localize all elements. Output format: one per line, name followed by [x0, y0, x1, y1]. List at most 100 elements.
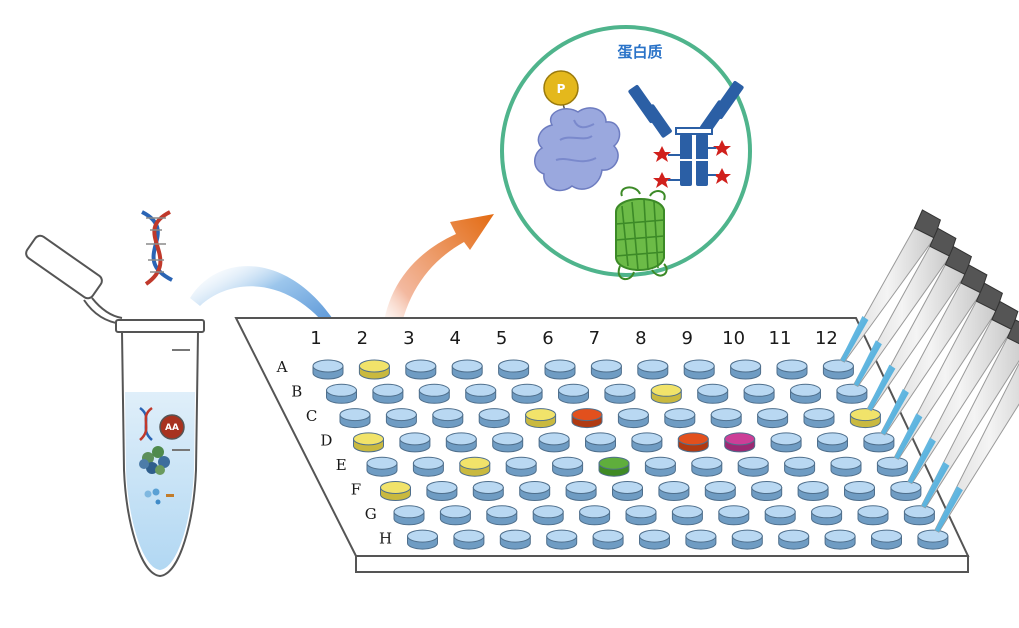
well-B2[interactable]	[372, 383, 404, 404]
well-H7[interactable]	[685, 529, 717, 550]
well-G4[interactable]	[532, 505, 564, 526]
well-C5[interactable]	[525, 408, 557, 429]
well-H2[interactable]	[453, 529, 485, 550]
well-B8[interactable]	[650, 383, 682, 404]
well-D7[interactable]	[631, 432, 663, 453]
well-H5[interactable]	[592, 529, 624, 550]
well-C1[interactable]	[339, 408, 371, 429]
well-C10[interactable]	[757, 408, 789, 429]
well-A4[interactable]	[451, 359, 483, 380]
well-G9[interactable]	[764, 505, 796, 526]
well-F10[interactable]	[797, 481, 829, 501]
well-F5[interactable]	[565, 481, 597, 501]
well-E4[interactable]	[505, 456, 537, 477]
well-G11[interactable]	[857, 505, 889, 526]
well-F4[interactable]	[519, 481, 551, 501]
well-A7[interactable]	[590, 359, 622, 380]
well-H11[interactable]	[871, 529, 902, 550]
well-E1[interactable]	[366, 456, 398, 477]
well-G8[interactable]	[718, 505, 750, 526]
well-A2[interactable]	[358, 359, 390, 380]
well-B6[interactable]	[558, 383, 589, 404]
well-A3[interactable]	[405, 359, 437, 380]
well-D3[interactable]	[445, 432, 477, 453]
well-G2[interactable]	[439, 505, 471, 526]
well-B9[interactable]	[697, 383, 729, 404]
well-H6[interactable]	[639, 529, 670, 550]
well-F6[interactable]	[612, 481, 643, 501]
well-A11[interactable]	[776, 359, 808, 380]
well-B4[interactable]	[465, 383, 497, 404]
well-G3[interactable]	[486, 505, 518, 526]
well-E8[interactable]	[691, 456, 723, 477]
well-D12[interactable]	[863, 432, 895, 453]
column-label-4: 4	[449, 328, 460, 349]
well-F12[interactable]	[890, 481, 922, 501]
well-D9[interactable]	[724, 432, 756, 453]
pipette-tip-B	[853, 227, 957, 387]
wells	[312, 359, 949, 550]
well-A12[interactable]	[822, 359, 854, 380]
well-E10[interactable]	[784, 456, 816, 477]
well-B12[interactable]	[836, 383, 868, 404]
well-B3[interactable]	[418, 383, 450, 404]
well-F8[interactable]	[704, 481, 736, 501]
well-C6[interactable]	[571, 408, 603, 429]
well-C4[interactable]	[478, 408, 510, 429]
well-D2[interactable]	[399, 432, 431, 453]
well-H4[interactable]	[546, 529, 578, 550]
well-C12[interactable]	[849, 408, 881, 429]
well-E7[interactable]	[644, 456, 676, 477]
well-A5[interactable]	[498, 359, 530, 380]
well-A9[interactable]	[683, 359, 715, 380]
well-H10[interactable]	[824, 529, 856, 550]
well-A10[interactable]	[730, 359, 762, 380]
well-H3[interactable]	[499, 529, 531, 550]
well-B10[interactable]	[743, 383, 775, 404]
well-F11[interactable]	[844, 481, 875, 501]
well-D6[interactable]	[585, 432, 616, 453]
well-H12[interactable]	[917, 529, 949, 550]
well-G5[interactable]	[579, 505, 611, 526]
well-E11[interactable]	[830, 456, 862, 477]
well-C3[interactable]	[432, 408, 464, 429]
well-E5[interactable]	[552, 456, 584, 477]
well-E6[interactable]	[598, 456, 630, 477]
well-B7[interactable]	[604, 383, 636, 404]
well-G7[interactable]	[671, 505, 703, 526]
well-G6[interactable]	[625, 505, 657, 526]
well-H9[interactable]	[778, 529, 810, 550]
well-F2[interactable]	[426, 481, 458, 501]
well-F9[interactable]	[751, 481, 783, 501]
well-G1[interactable]	[393, 505, 425, 526]
well-B5[interactable]	[511, 383, 543, 404]
well-F7[interactable]	[658, 481, 690, 501]
well-E2[interactable]	[412, 456, 444, 477]
well-D10[interactable]	[770, 432, 802, 453]
well-C2[interactable]	[385, 408, 417, 429]
well-H8[interactable]	[731, 529, 763, 550]
well-B11[interactable]	[790, 383, 821, 404]
well-A8[interactable]	[637, 359, 669, 380]
well-D11[interactable]	[817, 432, 848, 453]
well-C8[interactable]	[664, 408, 696, 429]
well-H1[interactable]	[407, 529, 438, 550]
well-C11[interactable]	[803, 408, 835, 429]
well-E9[interactable]	[737, 456, 769, 477]
well-D4[interactable]	[492, 432, 524, 453]
well-E12[interactable]	[876, 456, 908, 477]
well-C7[interactable]	[617, 408, 649, 429]
phosphate-label: P	[557, 82, 566, 96]
well-F3[interactable]	[472, 481, 504, 501]
well-B1[interactable]	[326, 383, 357, 404]
well-G12[interactable]	[903, 505, 935, 526]
well-A1[interactable]	[312, 359, 344, 380]
well-A6[interactable]	[544, 359, 576, 380]
well-F1[interactable]	[380, 481, 411, 501]
well-D1[interactable]	[353, 432, 384, 453]
well-C9[interactable]	[710, 408, 742, 429]
well-E3[interactable]	[459, 456, 491, 477]
well-D5[interactable]	[538, 432, 570, 453]
well-G10[interactable]	[811, 505, 843, 526]
well-D8[interactable]	[677, 432, 709, 453]
